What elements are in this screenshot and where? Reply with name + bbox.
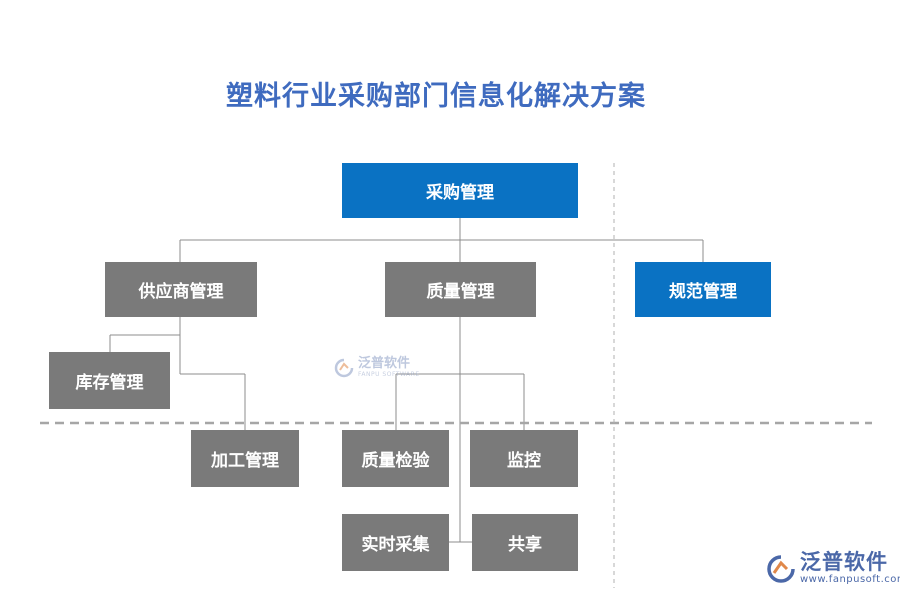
watermark-sub: FANPU SOFTWARE — [358, 371, 420, 378]
fanpu-logo-icon — [767, 554, 795, 583]
diagram-title: 塑料行业采购部门信息化解决方案 — [226, 81, 646, 112]
center-watermark: 泛普软件 FANPU SOFTWARE — [334, 357, 420, 378]
node-realtime-collection: 实时采集 — [342, 514, 449, 571]
logo-name: 泛普软件 — [800, 550, 888, 574]
node-quality-management: 质量管理 — [385, 262, 536, 317]
node-processing-management: 加工管理 — [191, 430, 299, 487]
node-sharing: 共享 — [472, 514, 578, 571]
logo-url: www.fanpusoft.com — [800, 574, 900, 585]
fanpu-logo-icon — [334, 358, 354, 377]
node-monitoring: 监控 — [470, 430, 578, 487]
watermark-name: 泛普软件 — [358, 356, 411, 371]
node-inventory-management: 库存管理 — [49, 352, 170, 409]
node-standard-management: 规范管理 — [635, 262, 771, 317]
node-supplier-management: 供应商管理 — [105, 262, 257, 317]
node-procurement-management: 采购管理 — [342, 163, 578, 218]
node-quality-inspection: 质量检验 — [342, 430, 449, 487]
corner-logo: 泛普软件 www.fanpusoft.com — [766, 552, 900, 585]
